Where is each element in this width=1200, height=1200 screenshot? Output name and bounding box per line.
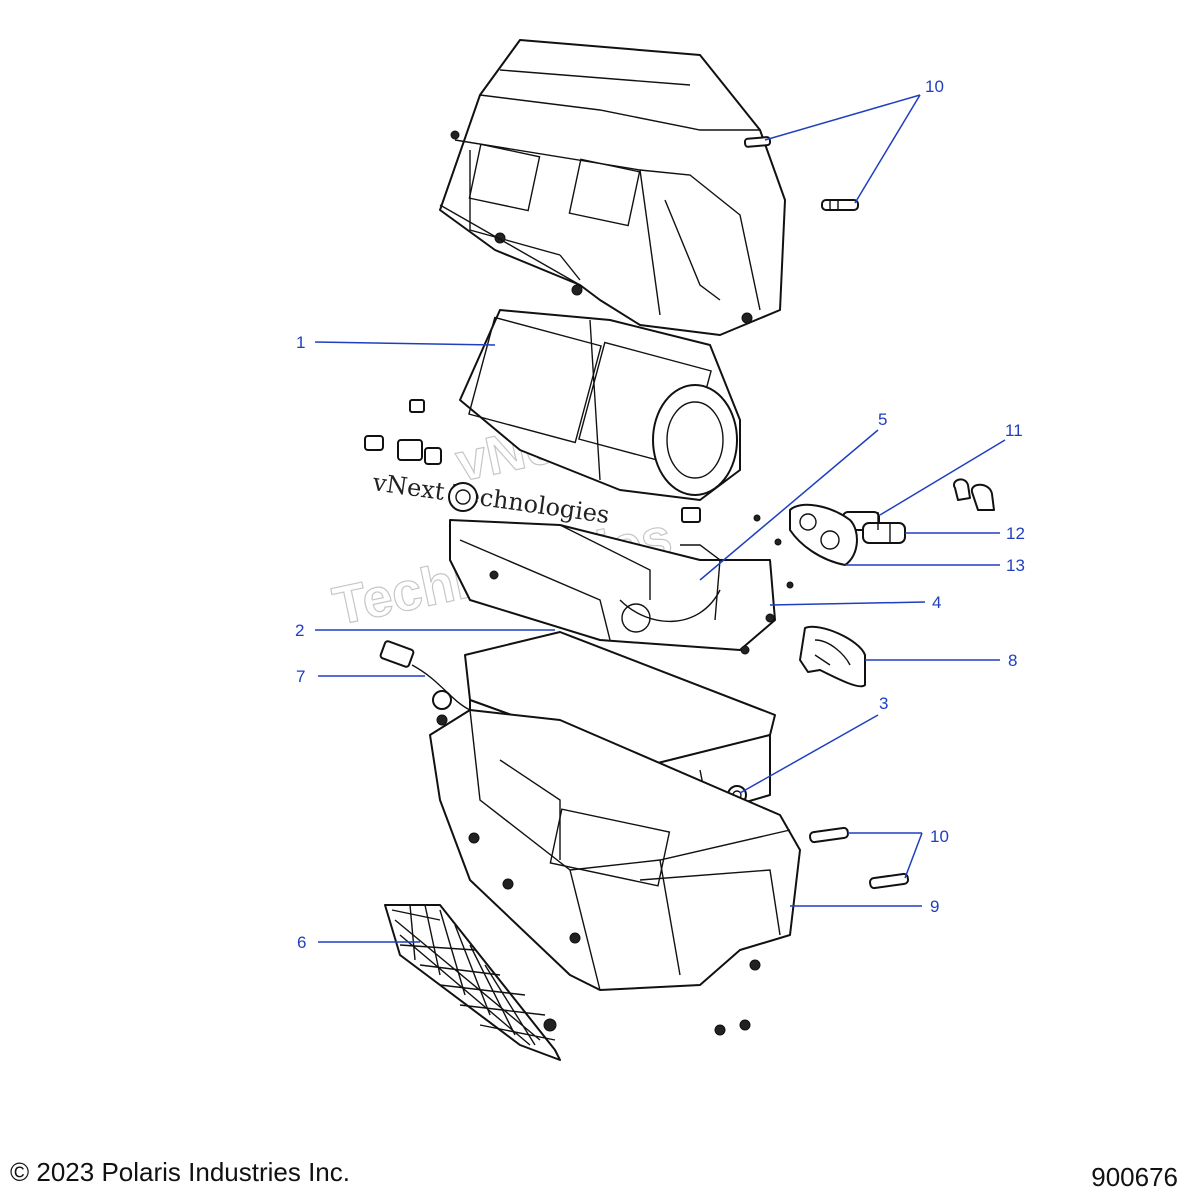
callout-labels: 10 1 5 11 12 13 4 2 8 7 3 10 9 6 (295, 77, 1025, 952)
callout-line-11 (879, 439, 1006, 516)
callout-1: 1 (296, 333, 305, 352)
callout-3: 3 (879, 694, 888, 713)
lower-case (429, 709, 801, 1036)
upper-housing (439, 39, 786, 336)
callout-line-1 (314, 341, 496, 346)
callout-11: 11 (1005, 421, 1023, 440)
callout-line-10a2 (854, 94, 921, 204)
gasket-13 (789, 503, 858, 566)
callout-10-top: 10 (925, 77, 944, 96)
callout-line-4 (769, 601, 926, 606)
pin-top-2 (821, 199, 859, 211)
callout-12: 12 (1006, 524, 1025, 543)
callout-2: 2 (295, 621, 304, 640)
figure-number: 900676 (1091, 1162, 1178, 1192)
copyright-text: © 2023 Polaris Industries Inc. (10, 1157, 350, 1187)
gasket-8 (799, 625, 866, 688)
callout-line-3 (739, 714, 879, 794)
callout-9: 9 (930, 897, 939, 916)
callout-lines (314, 94, 1006, 943)
pin-bottom-1 (809, 826, 849, 844)
callout-4: 4 (932, 593, 941, 612)
callout-7: 7 (296, 667, 305, 686)
callout-line-5 (699, 429, 879, 581)
heater-frame (449, 514, 794, 655)
callout-6: 6 (297, 933, 306, 952)
callout-13: 13 (1006, 556, 1025, 575)
callout-line-10b2 (904, 832, 923, 879)
callout-5: 5 (878, 410, 887, 429)
hose-fittings (842, 478, 995, 544)
callout-10-bottom: 10 (930, 827, 949, 846)
pin-top-1 (743, 136, 772, 148)
blower-assembly (459, 309, 741, 501)
filter-grille (384, 904, 561, 1061)
callout-line-10a (764, 94, 921, 141)
callout-8: 8 (1008, 651, 1017, 670)
connector-parts (364, 399, 701, 523)
pin-bottom-2 (869, 872, 909, 890)
